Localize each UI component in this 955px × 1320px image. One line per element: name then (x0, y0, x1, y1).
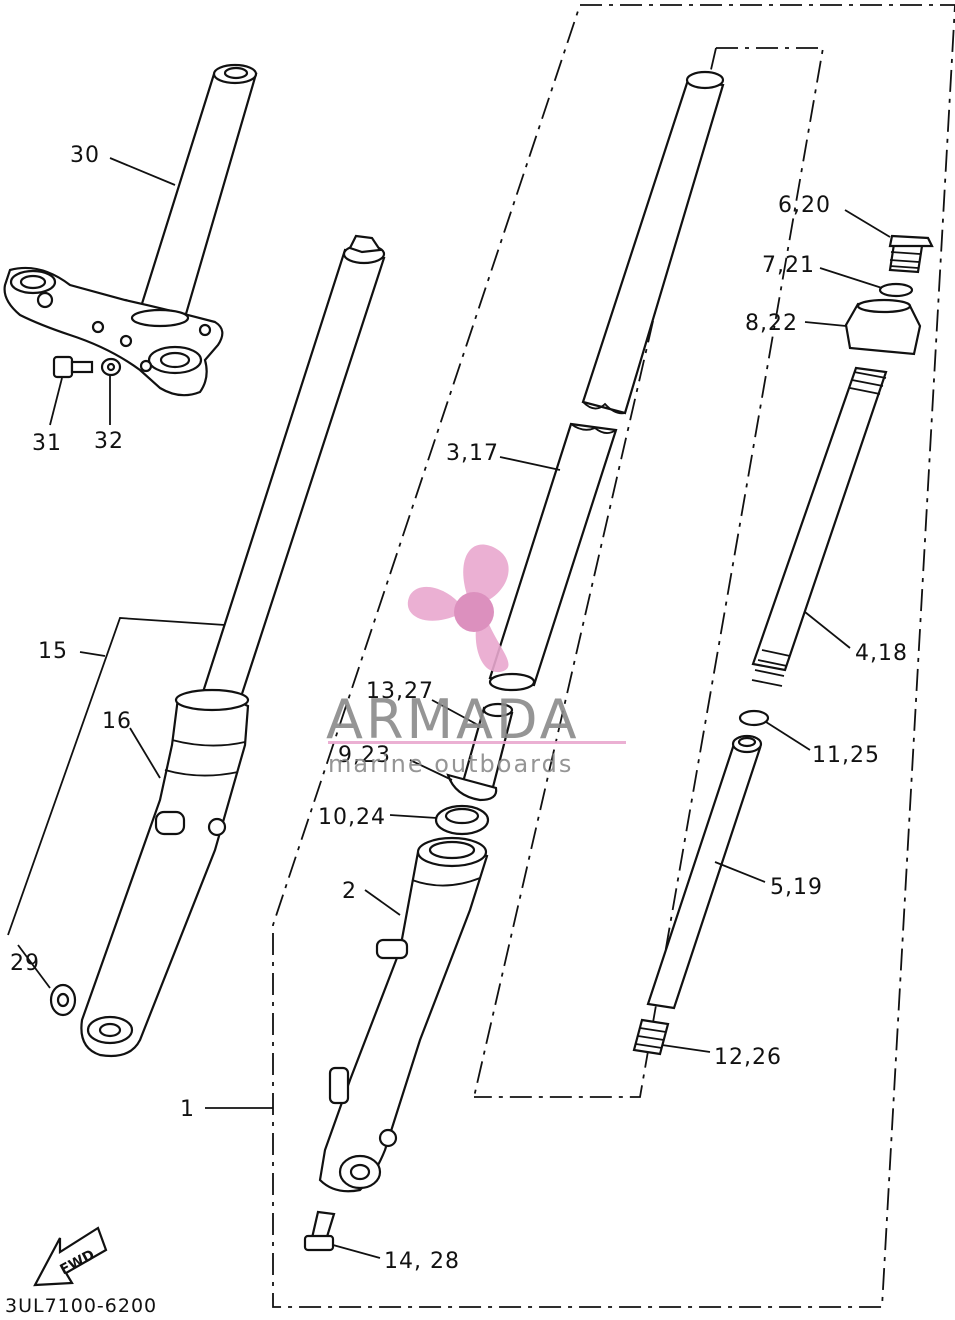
watermark-brand: ARMADA (326, 688, 580, 751)
callout-labels: 30 31 32 15 16 29 1 2 3,17 13,27 9,23 10… (10, 143, 908, 1274)
part-16-outer-tube[interactable] (80, 688, 250, 1058)
callout-10-24: 10,24 (318, 805, 386, 830)
callout-8-22: 8,22 (745, 311, 798, 336)
callout-14-28: 14, 28 (384, 1249, 460, 1274)
part-30-steering-stem[interactable] (3, 63, 258, 397)
part-8-22-spacer[interactable] (844, 298, 922, 356)
group-outline-fork-assembly (272, 4, 955, 1308)
group-bracket-15 (7, 617, 226, 936)
callout-4-18: 4,18 (855, 641, 908, 666)
part-5-19-damper-rod[interactable] (646, 734, 763, 1010)
callout-7-21: 7,21 (762, 253, 815, 278)
watermark-underline (328, 741, 626, 744)
callout-30: 30 (70, 143, 100, 168)
part-32-washer[interactable] (100, 357, 122, 377)
callout-16: 16 (102, 709, 132, 734)
watermark: ARMADA marine outboards (326, 544, 626, 778)
callout-9-23: 9,23 (338, 743, 391, 768)
part-7-21-o-ring[interactable] (878, 282, 914, 298)
part-4-18-fork-spring[interactable] (751, 366, 888, 687)
callout-15: 15 (38, 639, 68, 664)
part-31-bolt[interactable] (52, 355, 94, 379)
callout-5-19: 5,19 (770, 875, 823, 900)
part-12-26-rebound-spring[interactable] (632, 1018, 670, 1056)
part-14-28-bolt[interactable] (303, 1210, 336, 1252)
propeller-logo-icon (407, 544, 509, 673)
diagram-code: 3UL7100-6200 (5, 1295, 157, 1315)
watermark-tagline: marine outboards (328, 750, 573, 778)
part-29-washer[interactable] (49, 983, 77, 1017)
part-15-inner-tube[interactable] (201, 234, 386, 702)
fwd-arrow-icon: FWD (33, 1226, 108, 1287)
callout-31: 31 (32, 431, 62, 456)
callout-11-25: 11,25 (812, 743, 880, 768)
callout-2: 2 (342, 879, 357, 904)
callout-29: 29 (10, 951, 40, 976)
part-3-17-inner-tube[interactable] (488, 70, 725, 692)
callout-32: 32 (94, 429, 124, 454)
callout-13-27: 13,27 (366, 679, 434, 704)
part-9-23-seal[interactable] (446, 773, 498, 802)
callout-6-20: 6,20 (778, 193, 831, 218)
leader-lines (17, 157, 891, 1259)
part-11-25-piston-ring[interactable] (738, 709, 770, 727)
part-6-20-cap-bolt[interactable] (888, 234, 934, 274)
part-10-24-dust-seal[interactable] (434, 804, 490, 836)
callout-3-17: 3,17 (446, 441, 499, 466)
callout-1: 1 (180, 1097, 195, 1122)
callout-12-26: 12,26 (714, 1045, 782, 1070)
part-2-outer-tube[interactable] (318, 836, 489, 1193)
